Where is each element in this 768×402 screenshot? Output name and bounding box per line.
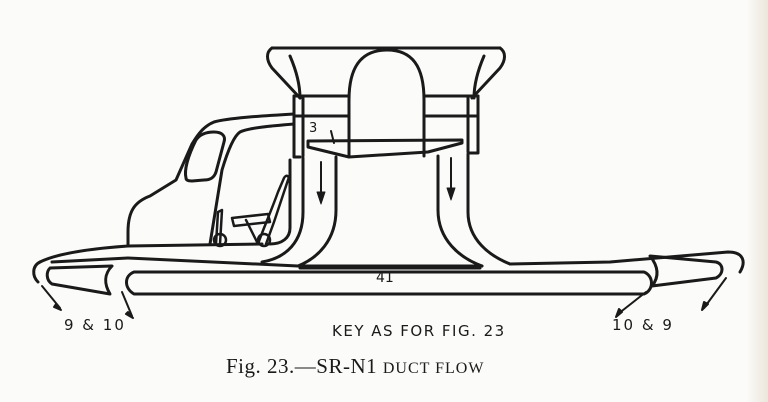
key-note: KEY AS FOR FIG. 23 (332, 322, 506, 340)
hull-deck (32, 242, 745, 284)
central-duct (260, 152, 512, 268)
side-ducts (45, 254, 724, 296)
label-right-callout: 10 & 9 (612, 316, 674, 334)
cockpit (126, 112, 296, 248)
figure-caption: Fig. 23.—SR-N1 DUCT FLOW (226, 354, 484, 379)
duct-inlet-plate (306, 130, 464, 159)
fan-casing (292, 94, 480, 159)
label-left-callout: 9 & 10 (64, 316, 126, 334)
label-plenum: 41 (376, 270, 394, 286)
callout-leaders (41, 277, 727, 319)
label-duct-inlet: 3 (309, 121, 318, 136)
caption-prefix: Fig. 23.—SR-N1 (226, 354, 383, 378)
page-edge-shadow (746, 0, 768, 402)
caption-smallcaps: DUCT FLOW (382, 360, 485, 377)
fan-intake (266, 46, 506, 158)
